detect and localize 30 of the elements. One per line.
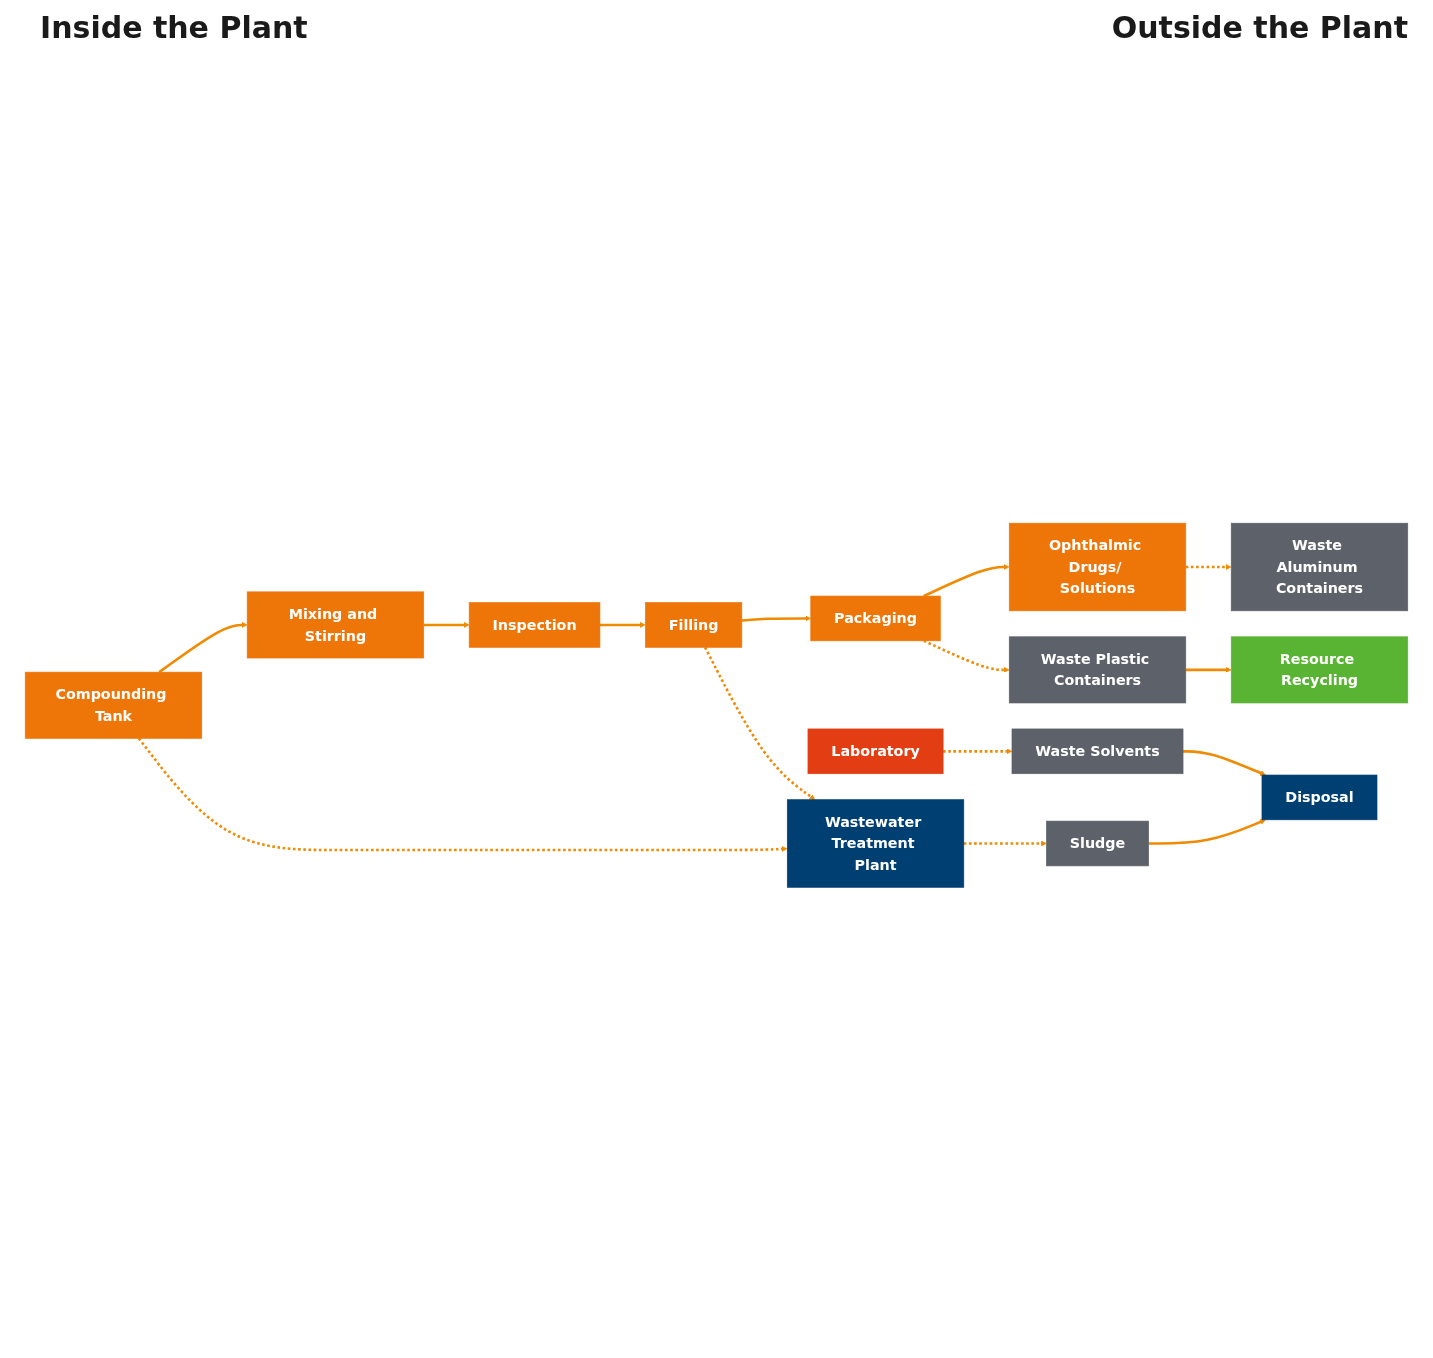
arrow (741, 615, 812, 622)
node-box: Resource Recycling (1230, 636, 1409, 704)
node-box: Sludge (1046, 820, 1149, 866)
node-box: Inspection (468, 601, 601, 648)
section-heading: Outside the Plant (1111, 10, 1408, 45)
arrow (1183, 749, 1266, 776)
arrow (599, 621, 646, 628)
arrow (943, 748, 1013, 754)
node-box: Waste Plastic Containers (1008, 636, 1187, 704)
arrow (1148, 818, 1266, 845)
arrow (423, 621, 470, 628)
arrow (923, 563, 1010, 597)
node-box: Filling (645, 601, 743, 648)
node-box: Packaging (810, 595, 941, 641)
arrow (703, 646, 816, 800)
node-box: Mixing and Stirring (246, 591, 425, 659)
arrow (1185, 563, 1232, 570)
arrow (137, 737, 788, 852)
node-box: Waste Aluminum Containers (1230, 522, 1409, 611)
section-heading: Inside the Plant (40, 10, 308, 45)
arrow (1185, 666, 1232, 673)
node-box: Compounding Tank (24, 671, 203, 739)
node-box: Disposal (1261, 774, 1378, 820)
arrow (158, 621, 248, 673)
arrow (923, 639, 1010, 673)
node-box: Wastewater Treatment Plant (786, 799, 965, 888)
node-box: Laboratory (807, 728, 944, 774)
arrow (963, 840, 1047, 847)
node-box: Ophthalmic Drugs/ Solutions (1008, 522, 1187, 611)
node-box: Waste Solvents (1011, 728, 1184, 774)
